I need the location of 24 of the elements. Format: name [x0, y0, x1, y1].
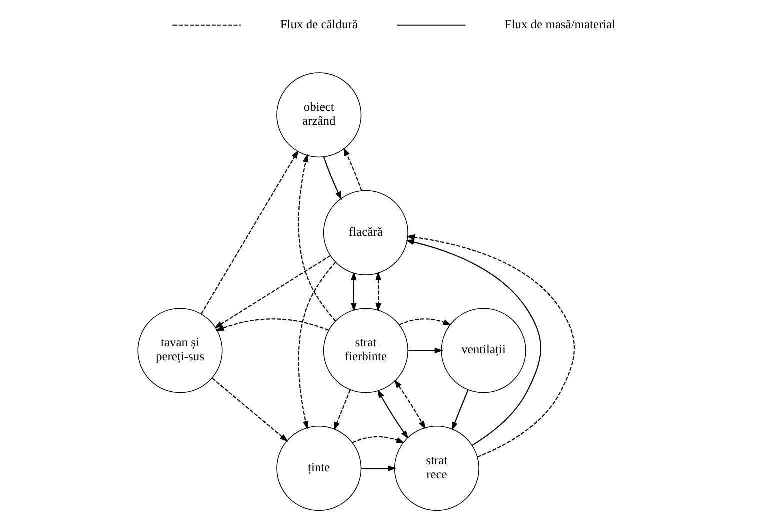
arrow: [394, 380, 426, 430]
arrow: [350, 272, 357, 312]
arrow: [344, 148, 362, 192]
arrow: [406, 239, 542, 446]
arrow: [452, 390, 469, 431]
arrow: [298, 262, 336, 430]
arrow: [376, 272, 382, 312]
arrow: [399, 318, 452, 326]
arrow: [334, 390, 351, 431]
arrow: [352, 436, 405, 444]
arrow: [406, 234, 575, 458]
node-circle: ținte: [276, 426, 362, 512]
arrow: [214, 255, 331, 329]
arrow: [408, 348, 444, 354]
arrow: [212, 378, 288, 442]
legend-label: Flux de căldură: [280, 17, 358, 32]
arrow: [298, 154, 336, 322]
node-circle: strat fierbinte: [323, 308, 408, 394]
arrow: [378, 390, 409, 440]
arrow: [216, 318, 329, 332]
arrow: [361, 466, 396, 472]
arrow: [201, 150, 299, 314]
legend-label: Flux de masă/material: [504, 17, 616, 32]
arrow: [323, 157, 342, 200]
